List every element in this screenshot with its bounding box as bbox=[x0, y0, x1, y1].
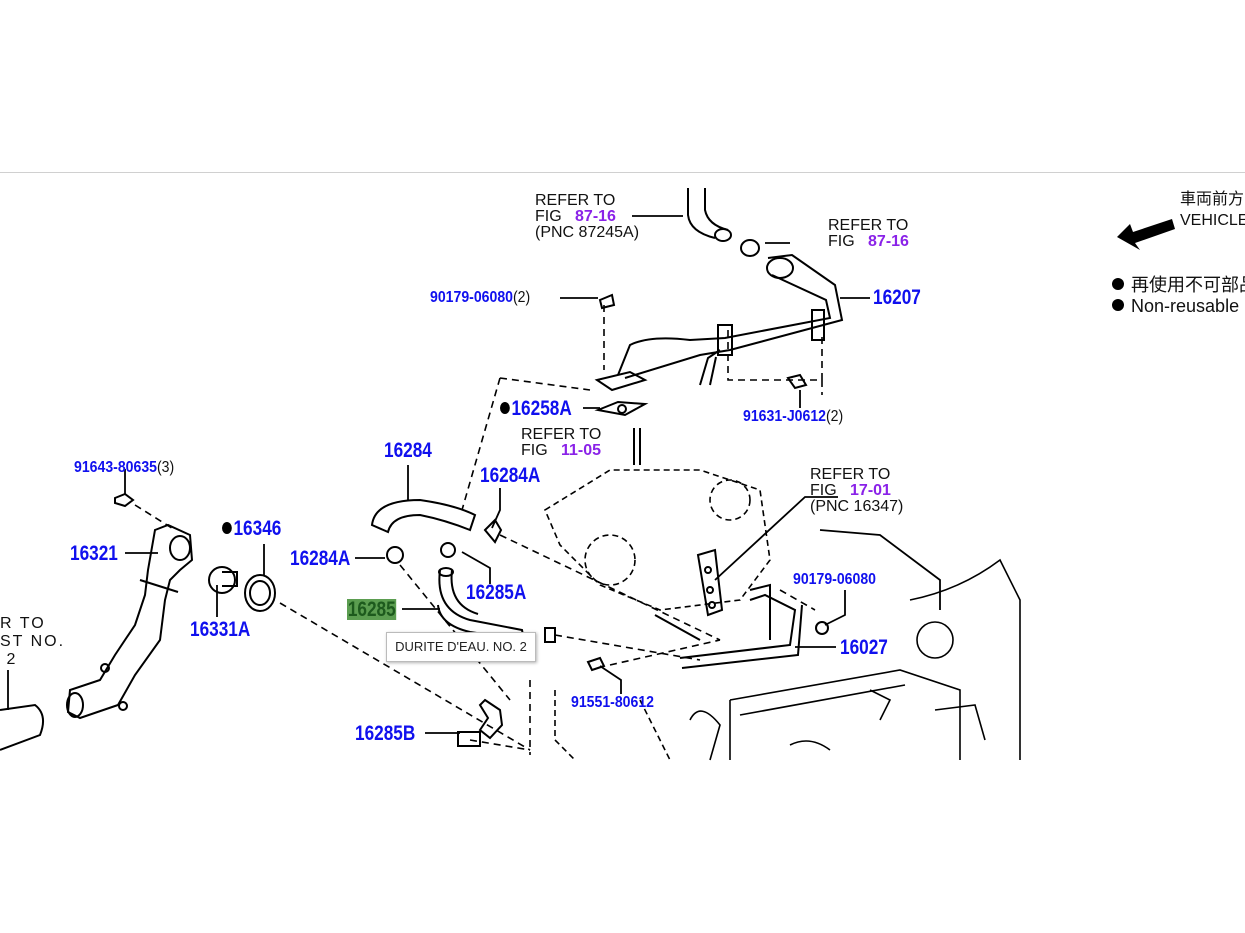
refer-label: REFER TO bbox=[535, 192, 616, 209]
non-reusable-dot-icon bbox=[1112, 278, 1124, 290]
part-16321[interactable]: 16321 bbox=[70, 542, 118, 565]
water-pipe-16207 bbox=[594, 188, 844, 465]
part-number[interactable]: 16258A bbox=[511, 397, 572, 420]
part-16284[interactable]: 16284 bbox=[384, 439, 432, 462]
cut-text-line: R TO bbox=[0, 615, 46, 632]
part-91551-80612[interactable]: 91551-80612 bbox=[571, 694, 654, 711]
part-16346[interactable]: 16346 bbox=[222, 518, 281, 539]
fig-label: FIG bbox=[828, 233, 855, 250]
pnc-label: (PNC 87245A) bbox=[535, 224, 640, 241]
part-number[interactable]: 90179-06080 bbox=[430, 289, 513, 306]
refer-label: REFER TO bbox=[828, 217, 909, 234]
fig-label: FIG bbox=[521, 442, 548, 459]
part-number[interactable]: 16346 bbox=[233, 517, 282, 540]
hose-16284 bbox=[370, 498, 477, 534]
dashed-guides bbox=[134, 305, 823, 755]
hose-16285B bbox=[457, 698, 504, 747]
part-90179-06080-top[interactable]: 90179-06080(2) bbox=[430, 290, 530, 306]
legend-nonreusable-en: Non-reusable bbox=[1112, 297, 1239, 315]
non-reusable-dot-icon bbox=[222, 522, 232, 534]
manifold-dashed bbox=[554, 690, 671, 761]
non-reusable-dot-icon bbox=[1112, 299, 1124, 311]
part-16207[interactable]: 16207 bbox=[873, 286, 921, 309]
part-16258A[interactable]: 16258A bbox=[500, 398, 572, 419]
fig-link-11-05[interactable]: 11-05 bbox=[561, 442, 602, 459]
fig-label: FIG bbox=[535, 208, 562, 225]
non-reusable-dot-icon bbox=[500, 402, 510, 414]
vehicle-front-arrow-icon bbox=[1117, 219, 1175, 250]
part-90179-06080-mid[interactable]: 90179-06080 bbox=[793, 571, 876, 588]
part-91643-80635[interactable]: 91643-80635(3) bbox=[74, 460, 174, 476]
part-16027[interactable]: 16027 bbox=[840, 636, 888, 659]
fig-link-17-01[interactable]: 17-01 bbox=[850, 482, 891, 499]
part-16284A-left[interactable]: 16284A bbox=[290, 547, 351, 570]
cut-text-line: 2 bbox=[6, 651, 18, 668]
quantity: (2) bbox=[512, 289, 531, 306]
part-16285-highlighted[interactable]: 16285 bbox=[347, 598, 397, 621]
bolt-91643 bbox=[114, 492, 135, 508]
gasket-16346 bbox=[244, 574, 276, 612]
part-number[interactable]: 91643-80635 bbox=[74, 459, 157, 476]
part-number[interactable]: 91631-J0612 bbox=[743, 408, 826, 425]
turbo-housing bbox=[543, 469, 771, 611]
refer-label: REFER TO bbox=[521, 426, 602, 443]
quantity: (2) bbox=[825, 408, 844, 425]
part-16284A-right[interactable]: 16284A bbox=[480, 464, 541, 487]
refer-label: REFER TO bbox=[810, 466, 891, 483]
hose-16285 bbox=[437, 567, 526, 642]
cut-text-line: ST NO. bbox=[0, 633, 66, 650]
fig-link-87-16[interactable]: 87-16 bbox=[868, 233, 909, 250]
left-cut-pipe bbox=[0, 703, 45, 751]
leader-lines bbox=[7, 215, 941, 734]
part-16285A[interactable]: 16285A bbox=[466, 581, 527, 604]
bracket-16027 bbox=[586, 548, 829, 672]
legend-text: Non-reusable bbox=[1131, 296, 1240, 316]
legend-text: 再使用不可部品 bbox=[1131, 275, 1245, 295]
direction-label-jp: 車両前方 bbox=[1180, 191, 1245, 208]
water-inlet-16321 bbox=[66, 523, 194, 720]
header-divider bbox=[0, 172, 1245, 173]
part-16285B[interactable]: 16285B bbox=[355, 722, 416, 745]
clips bbox=[386, 518, 556, 643]
fig-label: FIG bbox=[810, 482, 837, 499]
legend-nonreusable-jp: 再使用不可部品 bbox=[1112, 276, 1245, 294]
fig-link-87-16[interactable]: 87-16 bbox=[575, 208, 616, 225]
engine-block bbox=[689, 558, 1021, 761]
part-tooltip: DURITE D'EAU. NO. 2 bbox=[386, 632, 536, 662]
quantity: (3) bbox=[156, 459, 175, 476]
direction-label-en: VEHICLE bbox=[1180, 212, 1245, 229]
part-16331A[interactable]: 16331A bbox=[190, 618, 251, 641]
thermostat-16331A bbox=[208, 566, 238, 594]
pnc-label: (PNC 16347) bbox=[810, 498, 904, 515]
part-91631-J0612[interactable]: 91631-J0612(2) bbox=[743, 409, 843, 425]
